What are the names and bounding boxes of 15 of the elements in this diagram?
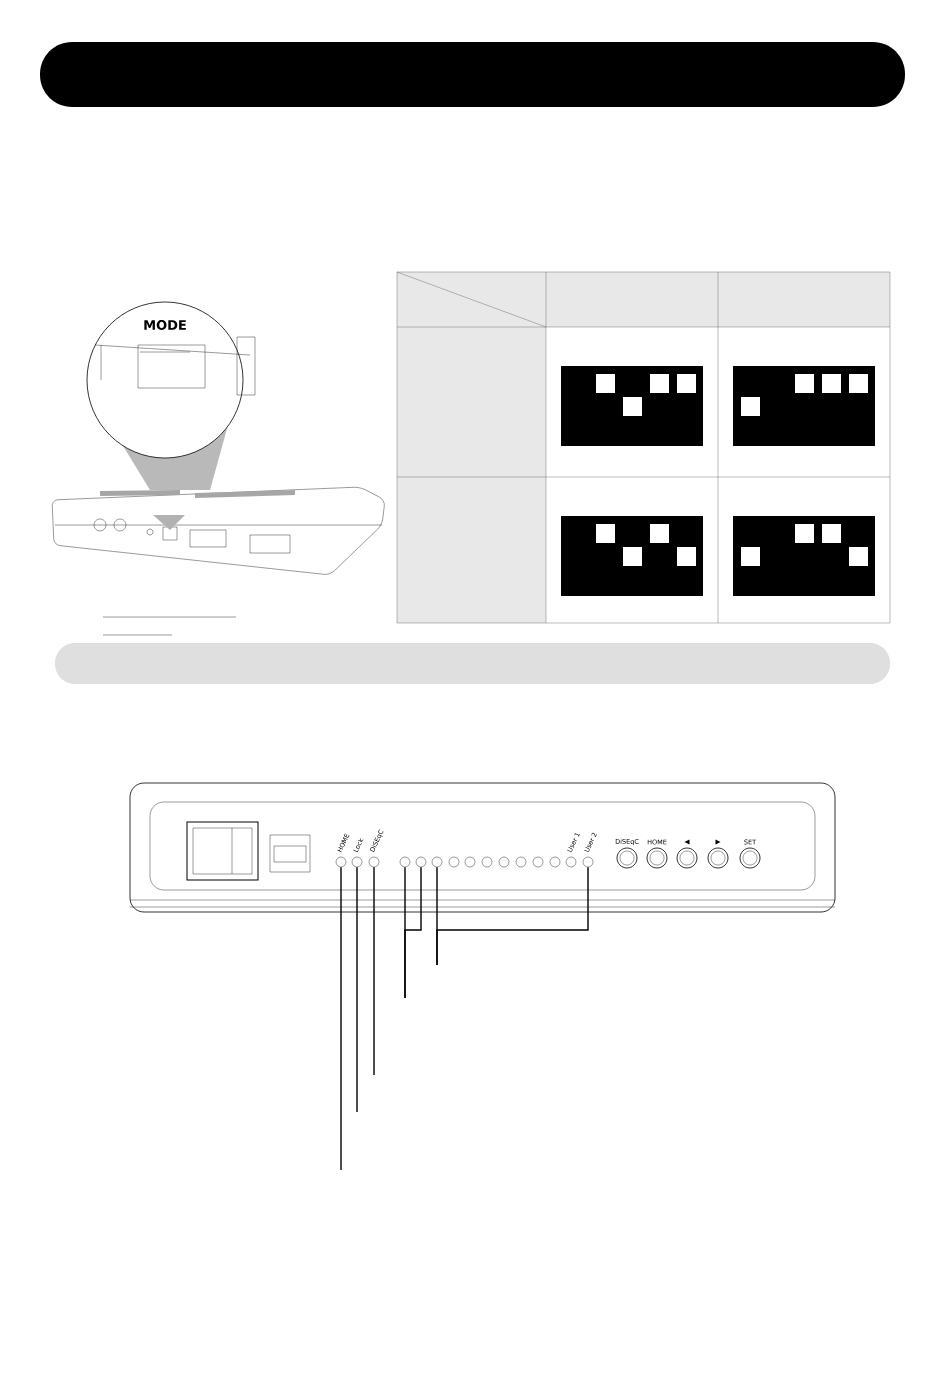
indicator-led	[335, 856, 347, 868]
indicator-led	[431, 856, 443, 868]
indicator-led	[399, 856, 411, 868]
part-label: MODE	[144, 320, 186, 330]
leader-line	[340, 866, 342, 1171]
indicator-led	[582, 856, 594, 868]
section-bar	[55, 643, 890, 684]
leader-line	[404, 866, 422, 999]
leader-line	[373, 866, 375, 1076]
indicator-led	[415, 856, 427, 868]
indicator-led	[351, 856, 363, 868]
leader-line	[436, 866, 589, 966]
indicator-led	[368, 856, 380, 868]
title-bar	[40, 42, 905, 107]
leader-line	[356, 866, 358, 1113]
